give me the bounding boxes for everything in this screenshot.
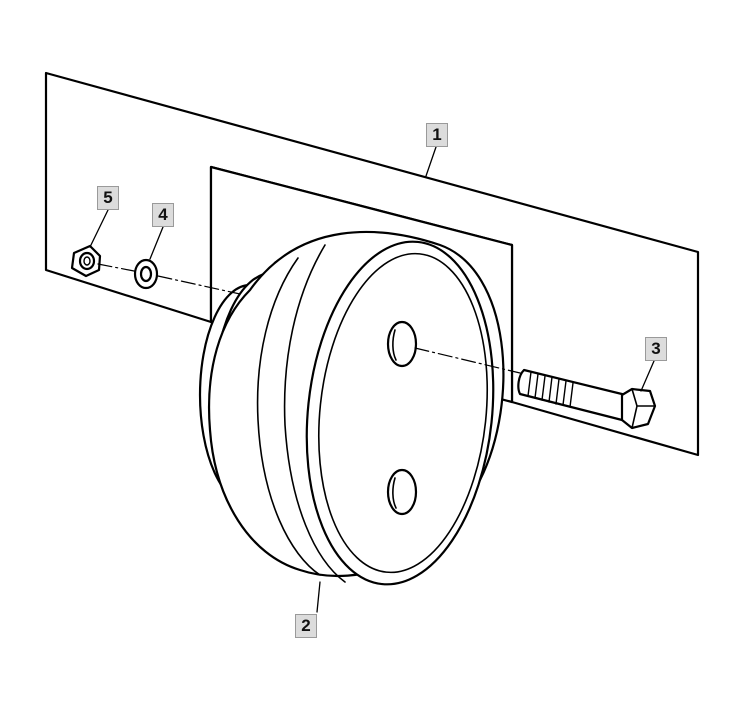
wheel-bolt-hole-lower [386, 468, 418, 516]
callout-1: 1 [426, 123, 448, 147]
callout-5: 5 [97, 186, 119, 210]
callout-leader-lines [89, 146, 655, 613]
assembly-center-lines [97, 263, 521, 374]
callout-3: 3 [645, 337, 667, 361]
callout-2: 2 [295, 614, 317, 638]
wheel-bolt-hole-upper [386, 320, 418, 368]
hex-bolt [517, 368, 657, 430]
lock-washer [133, 258, 159, 290]
callout-4: 4 [152, 203, 174, 227]
idler-wheel [198, 230, 505, 586]
